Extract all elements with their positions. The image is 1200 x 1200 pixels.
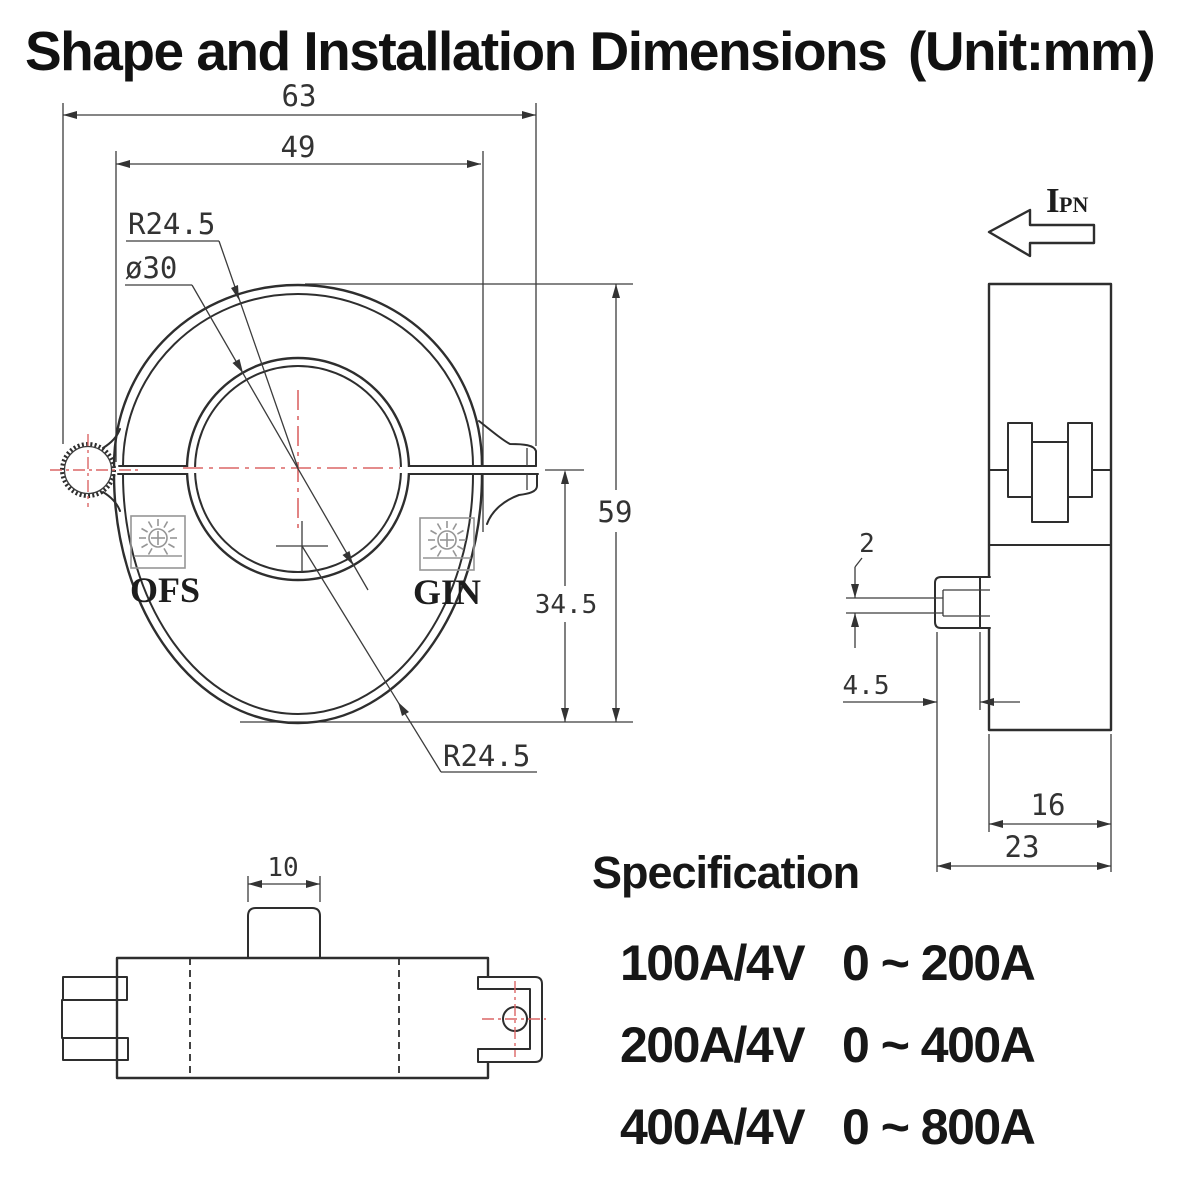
- spec-rating-2: 200A/4V: [620, 1017, 806, 1073]
- dim-dia30-label: ø30: [125, 251, 177, 285]
- spec-row: 200A/4V 0 ~ 400A: [620, 1017, 1036, 1073]
- dim-63-label: 63: [282, 79, 317, 113]
- spec-range-3: 0 ~ 800A: [842, 1099, 1035, 1155]
- dim-45-label: 4.5: [843, 671, 890, 701]
- dim-10-label: 10: [267, 853, 298, 883]
- clasp-bracket: [477, 976, 546, 1063]
- page-title: Shape and Installation Dimensions (Unit:…: [25, 20, 1156, 82]
- hinge-knuckle-right: [1067, 422, 1093, 498]
- spec-rating-1: 100A/4V: [620, 935, 806, 991]
- brand-right-label: GIN: [413, 572, 481, 612]
- ipn-symbol: I: [1046, 181, 1060, 220]
- front-view: 63 49 R24.5 ø30: [50, 79, 633, 773]
- extension-lines: [62, 103, 633, 723]
- dim-overall-height: 59: [598, 284, 633, 722]
- dim-overall-width: 63: [63, 79, 536, 119]
- brand-left: OFS: [130, 515, 200, 610]
- spec-heading: Specification: [592, 847, 859, 898]
- sun-logo-icon: [130, 515, 186, 569]
- title-unit: (Unit:mm): [908, 20, 1154, 82]
- clasp-tab: [478, 420, 538, 525]
- hinge-knuckle-left: [1007, 422, 1033, 498]
- split-slot: [117, 465, 541, 475]
- dim-body-depth: 16: [988, 734, 1112, 872]
- brand-right: GIN: [413, 517, 481, 612]
- dim-345-label: 34.5: [535, 590, 598, 620]
- dim-23-label: 23: [1005, 830, 1040, 864]
- side-body: [987, 282, 1113, 732]
- dim-tab-width: 10: [247, 853, 321, 902]
- dim-overall-depth: 23: [937, 830, 1111, 870]
- ipn-subscript: PN: [1059, 192, 1088, 217]
- bottom-view: 10: [61, 853, 546, 1080]
- dim-tab-depth: 4.5: [843, 632, 1020, 872]
- spec-row: 100A/4V 0 ~ 200A: [620, 935, 1036, 991]
- dim-hole-diameter: ø30: [125, 251, 369, 591]
- bottom-body: [115, 956, 490, 1080]
- dim-slot-thickness: 2: [851, 529, 875, 648]
- left-arrow-icon: [987, 208, 1096, 258]
- dim-body-width: 49: [116, 130, 481, 168]
- dim-radius-top: R24.5: [126, 207, 299, 469]
- dim-r245-top-label: R24.5: [128, 207, 215, 241]
- title-text: Shape and Installation Dimensions: [25, 20, 886, 82]
- side-view: I PN: [843, 181, 1113, 872]
- centerlines: [50, 390, 400, 528]
- terminal-tab: [247, 907, 321, 959]
- spec-range-1: 0 ~ 200A: [842, 935, 1035, 991]
- mounting-bracket: [846, 576, 991, 629]
- specification: Specification 100A/4V 0 ~ 200A 200A/4V 0…: [592, 847, 1036, 1155]
- hinge-knuckle-center: [1031, 441, 1069, 523]
- current-direction-arrow: I PN: [987, 181, 1096, 258]
- dim-r245-bottom-label: R24.5: [443, 739, 530, 773]
- dim-59-label: 59: [598, 495, 633, 529]
- brand-left-label: OFS: [130, 570, 200, 610]
- dim-radius-bottom: R24.5: [301, 545, 537, 773]
- spec-row: 400A/4V 0 ~ 800A: [620, 1099, 1036, 1155]
- dim-lower-height: 34.5: [535, 470, 598, 722]
- hinge-block: [61, 976, 129, 1061]
- dim-2-label: 2: [859, 529, 875, 559]
- dim-49-label: 49: [281, 130, 316, 164]
- dim-16-label: 16: [1031, 788, 1066, 822]
- spec-range-2: 0 ~ 400A: [842, 1017, 1035, 1073]
- spec-rating-3: 400A/4V: [620, 1099, 806, 1155]
